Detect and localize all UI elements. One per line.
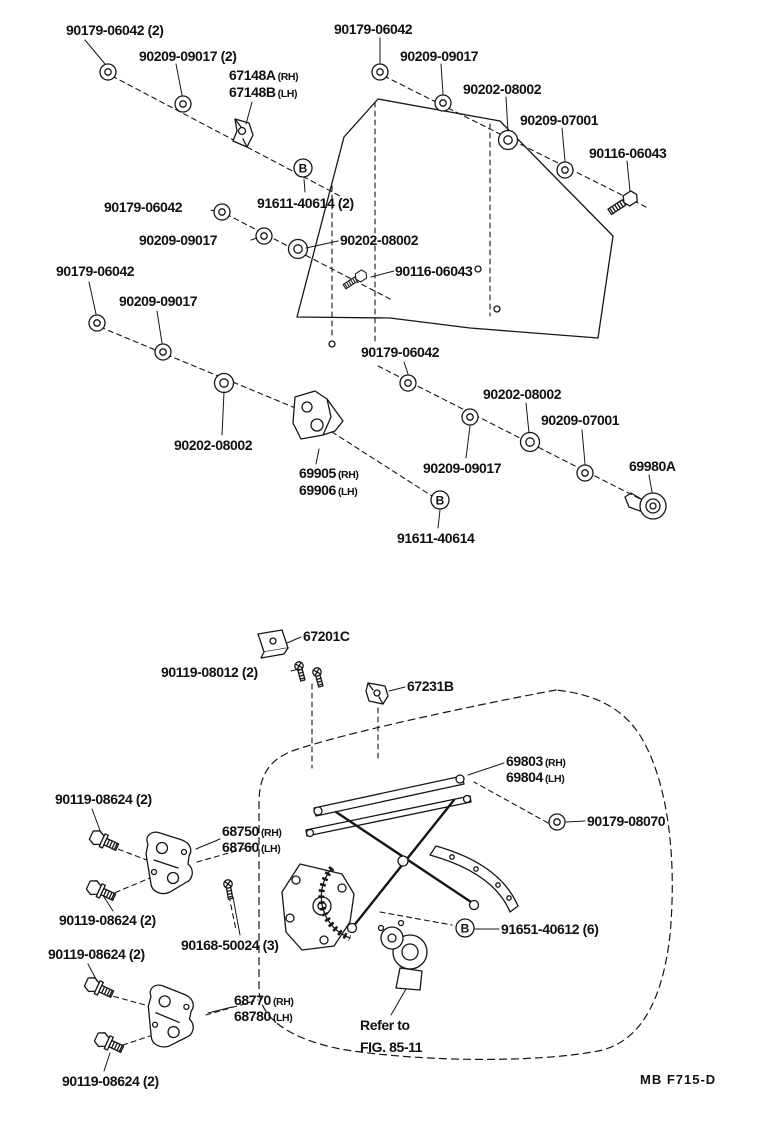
- part-label-90179-06042-4: 90179-06042: [56, 263, 135, 279]
- door-hinge-lower-68770: [144, 983, 197, 1050]
- part-label-90209-09017-4: 90209-09017: [119, 293, 198, 309]
- part-label-90119-08012: 90119-08012 (2): [161, 664, 258, 680]
- part-label-90168-50024: 90168-50024 (3): [181, 937, 279, 953]
- flanged-bolt-icon: [92, 1029, 126, 1057]
- rear-door-outline: [258, 689, 673, 1061]
- part-label-90116-06043-2: 90116-06043: [395, 263, 473, 279]
- part-label-90119-08624-4: 90119-08624 (2): [62, 1073, 159, 1089]
- part-label-90202-08002-3: 90202-08002: [483, 386, 562, 402]
- part-label-69803: 69803(RH): [506, 753, 566, 769]
- washer-icon: [519, 431, 541, 453]
- grommet-icon: [371, 63, 389, 81]
- figure-code: MB F715-D: [640, 1072, 717, 1087]
- bolt-ref-symbol: B: [455, 918, 475, 938]
- part-label-68750: 68750(RH): [222, 823, 282, 839]
- part-label-91651-40612: 91651-40612 (6): [501, 921, 599, 937]
- note-refer-to: Refer to: [360, 1017, 410, 1033]
- part-label-91611-40614-2: 91611-40614: [397, 530, 475, 546]
- grommet-icon: [576, 464, 594, 482]
- grommet-icon: [88, 314, 106, 332]
- door-hinge-upper-68750: [145, 831, 193, 895]
- part-label-69905: 69905(RH): [299, 465, 359, 481]
- bolt-ref-letter: B: [461, 922, 470, 936]
- part-label-90209-07001-2: 90209-07001: [541, 412, 620, 428]
- door-check-striker-69980a: [624, 492, 667, 520]
- bolt-ref-letter: B: [436, 494, 445, 508]
- screw-icon: [293, 660, 308, 683]
- washer-icon: [213, 372, 235, 394]
- flanged-bolt-icon: [84, 877, 118, 905]
- grommet-icon: [399, 374, 417, 392]
- hinge-bracket-67148: [232, 118, 254, 148]
- bolt-ref-symbol: B: [293, 158, 313, 178]
- part-label-91611-40614-1: 91611-40614 (2): [257, 195, 354, 211]
- bolt-ref-letter: B: [299, 162, 308, 176]
- hex-bolt-icon: [605, 188, 641, 218]
- door-glass-outline: [296, 98, 614, 348]
- part-label-90119-08624-2: 90119-08624 (2): [59, 912, 156, 928]
- part-label-90209-07001-1: 90209-07001: [520, 112, 599, 128]
- grommet-icon: [434, 94, 452, 112]
- part-label-90209-09017-2: 90209-09017: [400, 48, 479, 64]
- part-label-90209-09017-1: 90209-09017 (2): [139, 48, 237, 64]
- part-label-69804: 69804(LH): [506, 769, 565, 785]
- part-label-90119-08624-1: 90119-08624 (2): [55, 791, 152, 807]
- part-label-69906: 69906(LH): [299, 482, 358, 498]
- bolt-ref-symbol: B: [430, 490, 450, 510]
- grommet-icon: [213, 203, 231, 221]
- grommet-icon: [174, 95, 192, 113]
- grommet-icon: [154, 343, 172, 361]
- washer-icon: [287, 238, 309, 260]
- part-label-90202-08002-1: 90202-08002: [463, 81, 542, 97]
- part-label-90179-06042-3: 90179-06042: [104, 199, 183, 215]
- grommet-icon: [255, 227, 273, 245]
- part-label-68770: 68770(RH): [234, 992, 294, 1008]
- grommet-icon: [556, 161, 574, 179]
- part-label-90202-08002-2: 90202-08002: [340, 232, 419, 248]
- leader-lines-top: [84, 37, 653, 529]
- part-label-68760: 68760(LH): [222, 839, 281, 855]
- screw-icon: [311, 666, 326, 689]
- bracket-67201c: [257, 629, 289, 659]
- hex-bolt-icon: [341, 268, 370, 292]
- grommet-icon: [99, 63, 117, 81]
- part-label-90209-09017-3: 90209-09017: [139, 232, 218, 248]
- part-label-90119-08624-3: 90119-08624 (2): [48, 946, 145, 962]
- part-label-67148a: 67148A(RH): [229, 67, 299, 83]
- part-label-90179-06042-1: 90179-06042 (2): [66, 22, 164, 38]
- window-regulator: [281, 774, 519, 951]
- part-label-67231b: 67231B: [407, 678, 454, 694]
- regulator-motor: [377, 919, 428, 991]
- part-label-68780: 68780(LH): [234, 1008, 293, 1024]
- leader-lines-bottom: [87, 636, 586, 1072]
- clip-67231b: [365, 682, 389, 705]
- part-label-90179-06042-5: 90179-06042: [361, 344, 440, 360]
- part-label-67148b: 67148B(LH): [229, 84, 298, 100]
- part-label-67201c: 67201C: [303, 628, 350, 644]
- part-label-69980a: 69980A: [629, 458, 676, 474]
- part-label-90209-09017-5: 90209-09017: [423, 460, 502, 476]
- washer-icon: [497, 129, 519, 151]
- grommet-icon: [461, 408, 479, 426]
- part-label-90116-06043-1: 90116-06043: [589, 145, 667, 161]
- grommet-icon: [548, 813, 566, 831]
- note-fig-ref: FIG. 85-11: [360, 1039, 423, 1055]
- screw-icon: [222, 878, 236, 901]
- part-label-90202-08002-4: 90202-08002: [174, 437, 253, 453]
- flanged-bolt-icon: [82, 974, 116, 1002]
- flanged-bolt-icon: [87, 827, 121, 855]
- door-check-69905: [292, 390, 344, 440]
- part-label-90179-06042-2: 90179-06042: [334, 21, 413, 37]
- part-label-90179-08070: 90179-08070: [587, 813, 666, 829]
